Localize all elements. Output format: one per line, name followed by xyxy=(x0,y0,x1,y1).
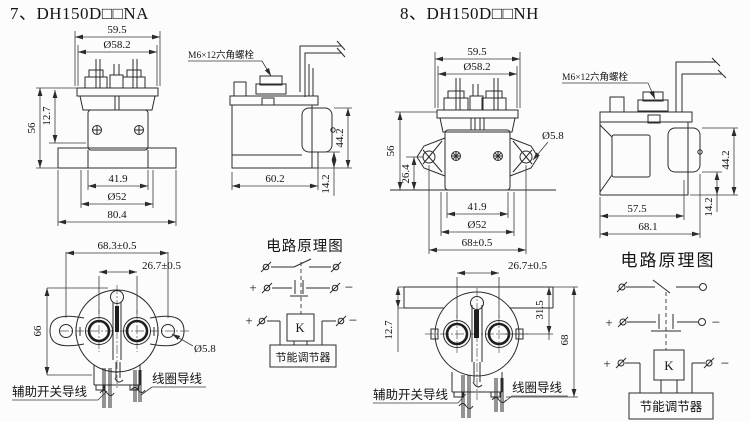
coil-wire-label: 线圈导线 xyxy=(512,381,563,395)
minus-coil: − xyxy=(349,313,357,329)
left-front-dims: 59.5 Ø58.2 56 12.7 41.9 Ø52 80.4 xyxy=(26,24,177,226)
regulator-label: 节能调节器 xyxy=(276,350,331,364)
right-side-view: M6×12六角螺栓 44.2 14.2 57.5 68.1 xyxy=(562,57,738,238)
right-side-outline xyxy=(599,57,727,196)
left-side-view: M6×12六角螺栓 44.2 14.2 60.2 xyxy=(188,40,352,196)
right-front-screws xyxy=(451,151,503,161)
section-7-title: 7、DH150D□□NA xyxy=(10,4,149,23)
left-bottom-slot xyxy=(115,306,119,332)
right-bottom-slot xyxy=(474,310,479,338)
dim-cap-dia: Ø58.2 xyxy=(103,39,130,51)
dim-hole-dia: Ø5.8 xyxy=(542,130,564,142)
aux-wire-label: 辅助开关导线 xyxy=(12,385,88,399)
dim-bracket-height: 12.7 xyxy=(383,320,395,340)
left-bottom-terminals xyxy=(87,319,149,343)
right-circuit-diagram: 电路原理图 + − + − K 节能调节器 xyxy=(603,251,729,420)
dim-terminal-span: 26.7±0.5 xyxy=(508,260,548,272)
dim-base-width: 80.4 xyxy=(107,209,127,221)
dim-inner-width: 57.5 xyxy=(627,203,647,215)
right-wire-labels: 辅助开关导线 线圈导线 xyxy=(373,381,568,404)
right-front-view: 59.5 Ø58.2 56 26.4 Ø5.8 41.9 Ø52 68±0.5 xyxy=(385,46,564,254)
right-side-bolt-callout: M6×12六角螺栓 xyxy=(562,71,656,100)
minus-main: − xyxy=(345,280,353,296)
left-circuit-title: 电路原理图 xyxy=(266,238,344,255)
left-circuit-lines xyxy=(256,258,347,368)
dim-ear-offset: 26.4 xyxy=(400,164,412,184)
dim-ear-span: 68.3±0.5 xyxy=(97,240,137,252)
right-front-outline xyxy=(390,78,556,191)
plus-coil: + xyxy=(603,356,610,371)
plus-main: + xyxy=(249,280,256,295)
dim-cap-height: 12.7 xyxy=(41,106,53,126)
right-front-dims: 59.5 Ø58.2 56 26.4 Ø5.8 41.9 Ø52 68±0.5 xyxy=(385,46,564,254)
coil-wire-label: 线圈导线 xyxy=(152,372,203,386)
dim-step-height: 14.2 xyxy=(703,197,715,216)
right-circuit-title: 电路原理图 xyxy=(621,251,716,270)
dim-side-height: 44.2 xyxy=(334,128,346,147)
coil-k-label: K xyxy=(295,321,304,335)
aux-wire-label: 辅助开关导线 xyxy=(373,388,449,402)
left-bottom-terminal-rings xyxy=(85,317,151,345)
right-circuit-lines xyxy=(615,279,715,420)
minus-main: − xyxy=(712,315,720,331)
minus-coil: − xyxy=(721,356,729,372)
left-circuit-diagram: 电路原理图 + − + − K 节能调节器 xyxy=(245,238,357,368)
dim-hole-dia: Ø5.8 xyxy=(194,343,216,355)
dim-height: 56 xyxy=(26,122,38,134)
right-side-dims: 44.2 14.2 57.5 68.1 xyxy=(599,127,738,238)
regulator-label: 节能调节器 xyxy=(640,400,703,414)
dim-base-width: 68±0.5 xyxy=(462,237,493,249)
left-bottom-dims: 68.3±0.5 26.7±0.5 66 Ø5.8 xyxy=(32,240,216,376)
right-bottom-dims: 26.7±0.5 12.7 31.5 68 xyxy=(383,260,578,398)
plus-coil: + xyxy=(245,313,252,328)
bolt-label: M6×12六角螺栓 xyxy=(188,49,255,61)
dim-screw-span: 41.9 xyxy=(108,173,128,185)
dim-height: 56 xyxy=(385,145,397,157)
section-8-title: 8、DH150D□□NH xyxy=(400,4,539,23)
right-bottom-view: 26.7±0.5 12.7 31.5 68 辅助开关导线 线圈导线 xyxy=(373,260,578,418)
dim-terminal-span: 26.7±0.5 xyxy=(142,260,182,272)
left-front-view: 59.5 Ø58.2 56 12.7 41.9 Ø52 80.4 xyxy=(26,24,177,226)
dim-body-dia: Ø52 xyxy=(468,219,487,231)
dim-bottom-height: 68 xyxy=(559,334,571,346)
bolt-label: M6×12六角螺栓 xyxy=(562,71,629,83)
left-front-outline xyxy=(57,59,177,169)
left-bottom-view: 68.3±0.5 26.7±0.5 66 Ø5.8 辅助开关导线 线圈导线 xyxy=(12,240,216,408)
coil-k-label: K xyxy=(664,358,674,373)
dim-side-width: 60.2 xyxy=(265,173,284,185)
left-bottom-centerlines xyxy=(60,285,190,390)
dim-width-top: 59.5 xyxy=(107,24,127,36)
dim-body-dia: Ø52 xyxy=(108,191,127,203)
left-wire-labels: 辅助开关导线 线圈导线 xyxy=(12,372,206,401)
left-side-bolt-callout: M6×12六角螺栓 xyxy=(188,49,272,77)
dim-screw-span: 41.9 xyxy=(467,201,487,213)
dim-side-width: 68.1 xyxy=(638,221,657,233)
dim-inner-height: 31.5 xyxy=(534,300,546,320)
dim-side-height: 44.2 xyxy=(720,150,732,169)
right-bottom-outline xyxy=(403,286,554,418)
plus-main: + xyxy=(605,315,612,330)
left-side-dims: 44.2 14.2 60.2 xyxy=(231,107,352,196)
dim-cap-dia: Ø58.2 xyxy=(463,61,490,73)
left-bottom-outline xyxy=(49,289,185,408)
dim-step-height: 14.2 xyxy=(320,174,332,193)
dim-bottom-height: 66 xyxy=(32,325,44,337)
dim-width-top: 59.5 xyxy=(467,46,487,58)
left-front-screws xyxy=(92,125,144,135)
